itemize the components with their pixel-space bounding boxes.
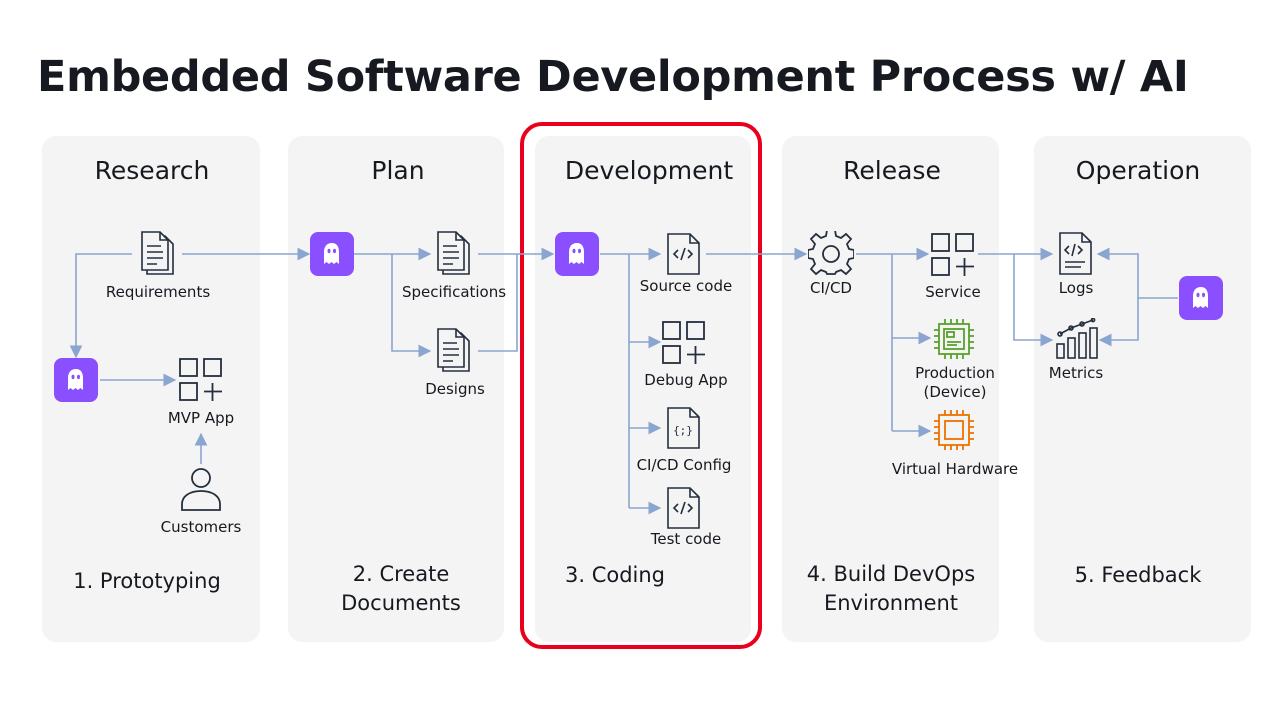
requirements-document-icon	[141, 231, 174, 275]
ai-assistant-badge-development	[555, 232, 599, 276]
stage-panel-plan	[288, 136, 504, 642]
stage-footer-research: 1. Prototyping	[73, 569, 221, 593]
device-board-icon	[934, 319, 974, 359]
ai-assistant-badge-operation	[1179, 276, 1223, 320]
stage-heading-operation: Operation	[1075, 156, 1201, 185]
gear-icon	[808, 231, 854, 276]
debug-app-grid-icon	[662, 321, 705, 364]
label-debug-app: Debug App	[644, 371, 728, 389]
label-requirements: Requirements	[105, 283, 211, 301]
development-highlight-frame	[520, 122, 762, 649]
logs-document-icon	[1059, 232, 1092, 275]
page-title: Embedded Software Development Process w/…	[37, 52, 1189, 102]
user-icon	[181, 468, 221, 511]
label-test-code: Test code	[650, 530, 722, 548]
ghost-icon	[324, 243, 339, 264]
config-file-icon: {;}	[667, 407, 700, 449]
label-metrics: Metrics	[1048, 364, 1104, 382]
stage-panel-release	[782, 136, 999, 642]
metrics-chart-icon	[1056, 318, 1098, 359]
stage-footer-operation: 5. Feedback	[1074, 563, 1202, 587]
arrow-ai-to-logs	[1096, 247, 1178, 299]
label-specifications: Specifications	[401, 283, 507, 301]
label-production: Production (Device)	[915, 364, 995, 401]
label-source-code: Source code	[639, 277, 733, 295]
stage-heading-development: Development	[564, 156, 734, 185]
stage-heading-release: Release	[843, 156, 941, 185]
stage-panel-operation	[1034, 136, 1251, 642]
svg-text:{;}: {;}	[673, 424, 693, 437]
service-grid-icon	[931, 233, 974, 276]
stage-footer-plan: 2. Create Documents	[341, 562, 461, 615]
arrow-ai-to-metrics	[1098, 298, 1139, 347]
label-virtual-hardware: Virtual Hardware	[891, 460, 1019, 478]
ghost-icon	[1193, 287, 1208, 308]
label-logs: Logs	[1058, 279, 1094, 297]
label-mvp-app: MVP App	[167, 409, 235, 427]
app-grid-icon	[179, 358, 222, 401]
stage-panel-development	[535, 136, 751, 642]
arrow-service-to-metrics	[1013, 254, 1054, 347]
ai-assistant-badge-plan	[310, 232, 354, 276]
designs-document-icon	[437, 328, 470, 372]
arrow-designs-to-dev	[478, 247, 555, 352]
stage-footer-release: 4. Build DevOps Environment	[806, 562, 976, 615]
arrow-requirements-to-ai	[69, 253, 132, 359]
label-cicd: CI/CD	[810, 279, 852, 297]
specifications-document-icon	[437, 231, 470, 275]
test-code-icon	[667, 487, 700, 529]
stage-footer-development: 3. Coding	[564, 563, 666, 587]
label-service: Service	[925, 283, 981, 301]
label-cicd-config: CI/CD Config	[636, 456, 732, 474]
ai-assistant-badge-research	[54, 358, 98, 402]
stage-heading-research: Research	[94, 156, 210, 185]
stage-heading-plan: Plan	[371, 156, 425, 185]
ghost-icon	[68, 369, 83, 390]
label-designs: Designs	[425, 380, 485, 398]
ghost-icon	[569, 243, 584, 264]
arrow-plan-ai-to-designs	[391, 254, 432, 358]
virtual-hardware-chip-icon	[934, 410, 974, 450]
source-code-icon	[667, 233, 700, 275]
label-customers: Customers	[160, 518, 242, 536]
